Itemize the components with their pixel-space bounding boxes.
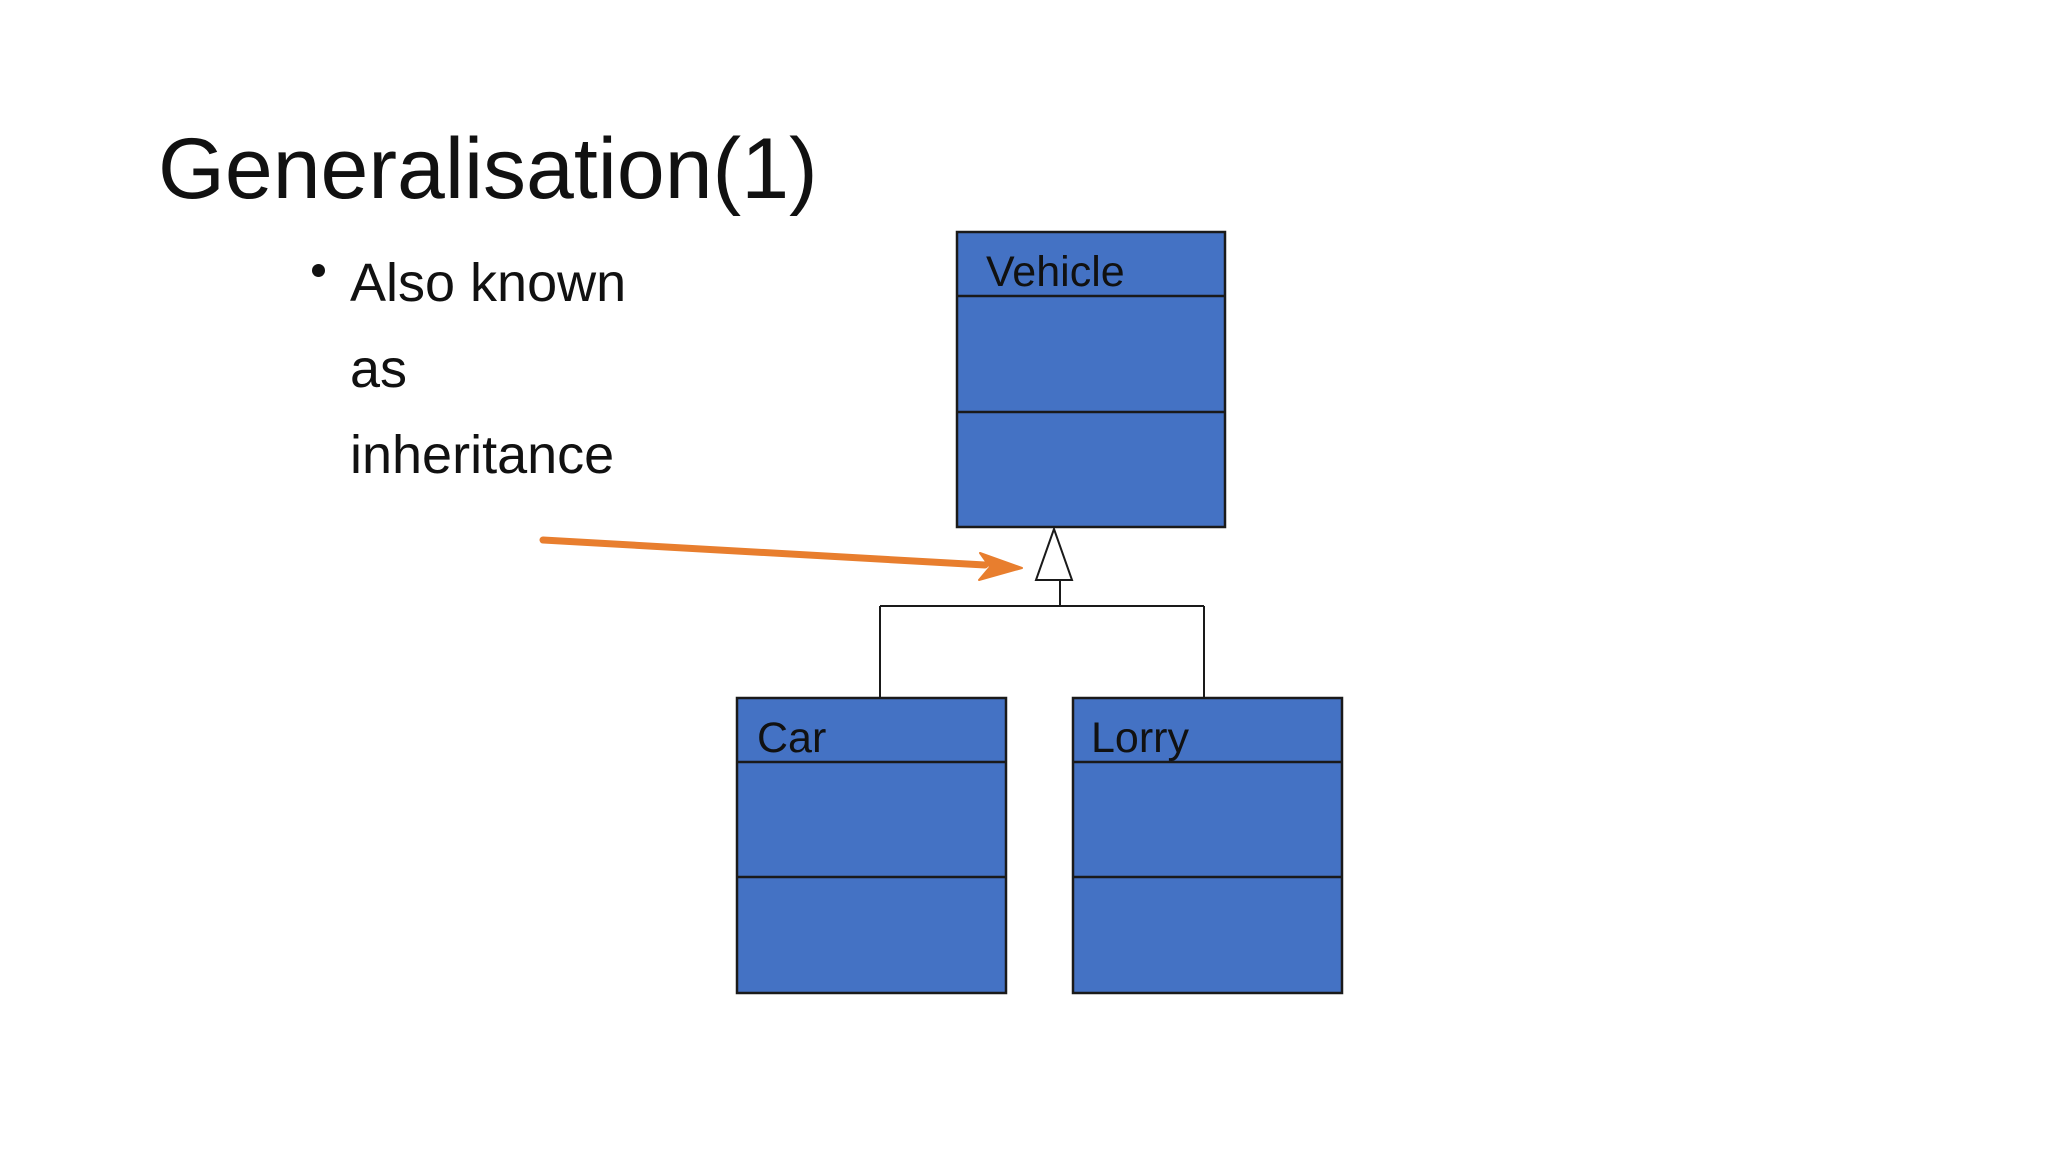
bullet-line: as <box>350 339 408 399</box>
class-name-lorry: Lorry <box>1091 714 1189 762</box>
class-box-car-body <box>735 696 1008 995</box>
class-box-vehicle-body <box>955 230 1227 529</box>
class-box-lorry: Lorry <box>1071 696 1344 995</box>
pointer-arrow <box>539 536 1023 581</box>
bullet-dot-icon <box>312 264 325 277</box>
class-box-vehicle: Vehicle <box>955 230 1227 529</box>
pointer-arrowhead-icon <box>978 552 1023 581</box>
class-name-vehicle: Vehicle <box>986 248 1125 296</box>
bullet-item: Also known as inheritance <box>350 240 670 498</box>
generalisation-triangle-icon <box>1034 525 1074 581</box>
bullet-line: Also known <box>350 253 627 313</box>
generalisation-connector <box>879 525 1205 698</box>
class-box-lorry-body <box>1071 696 1344 995</box>
class-name-car: Car <box>757 714 826 762</box>
slide-title: Generalisation(1) <box>158 121 818 217</box>
pointer-arrow-shaft <box>539 536 989 569</box>
class-box-car: Car <box>735 696 1008 995</box>
bullet-line: inheritance <box>350 425 615 485</box>
